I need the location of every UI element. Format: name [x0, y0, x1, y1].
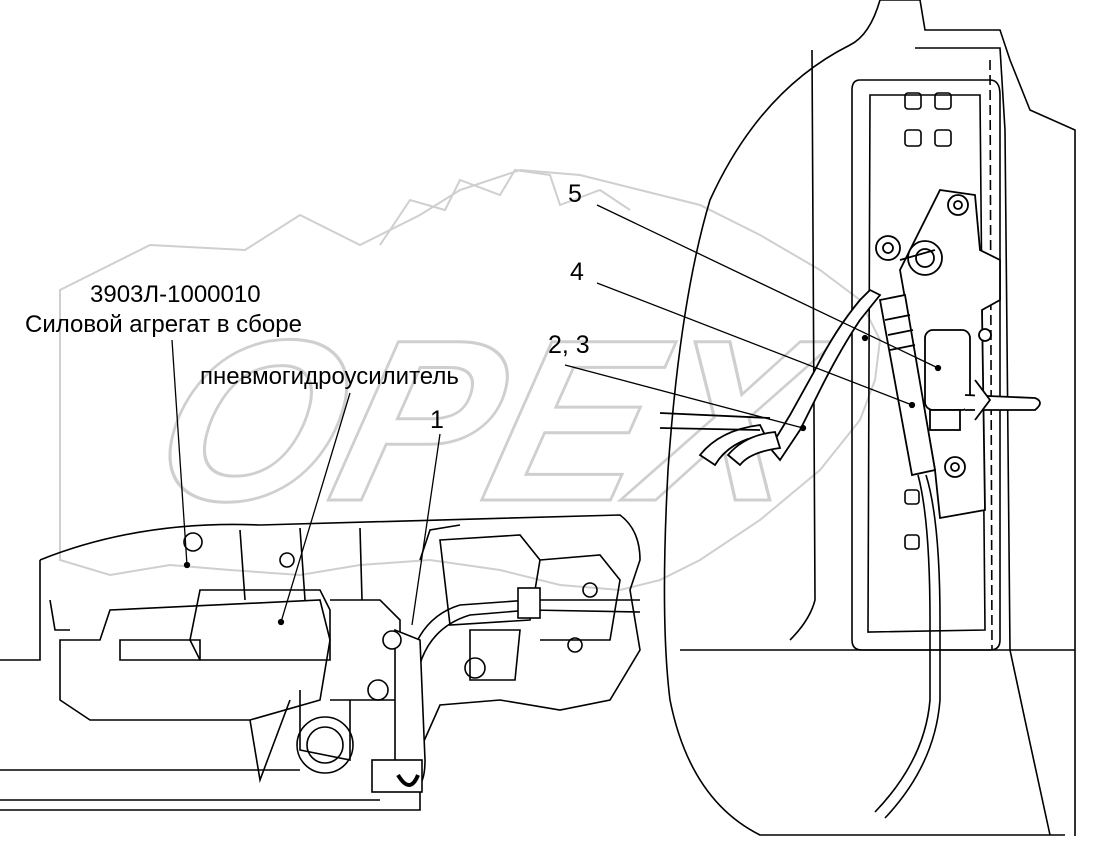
leader-lines: [171, 204, 942, 626]
door-frame: [915, 47, 1051, 836]
hydraulic-line-right: [874, 474, 941, 819]
leader-4: [596, 282, 913, 406]
leader-1: [411, 433, 441, 626]
leader-5: [596, 204, 939, 369]
cabin-top-edge: [880, 0, 1076, 836]
watermark-gear: [59, 168, 882, 592]
housing-top: [0, 514, 641, 811]
part-number-label: 3903Л-1000010: [90, 281, 261, 308]
watermark-cog: [379, 168, 631, 246]
clutch-pedal: [659, 288, 882, 467]
door-dashed: [989, 59, 993, 651]
assembly-label: Силовой агрегат в сборе: [25, 311, 302, 338]
callout-1: 1: [430, 406, 444, 434]
booster-label: пневмогидроусилитель: [200, 363, 459, 390]
master-cylinder: [875, 235, 1041, 477]
callout-4: 4: [570, 258, 584, 286]
cabin-panel: [663, 0, 1076, 836]
power-unit: [0, 514, 641, 811]
callout-5: 5: [568, 180, 582, 208]
hydraulic-line-left: [371, 587, 641, 793]
leader-assembly: [171, 339, 188, 566]
callout-2-3: 2, 3: [548, 331, 590, 359]
door-inner-2: [867, 94, 986, 633]
leader-23: [564, 364, 804, 429]
leader-booster: [280, 392, 351, 623]
cabin-outline: [663, 0, 1065, 836]
pillar-left: [789, 49, 816, 641]
